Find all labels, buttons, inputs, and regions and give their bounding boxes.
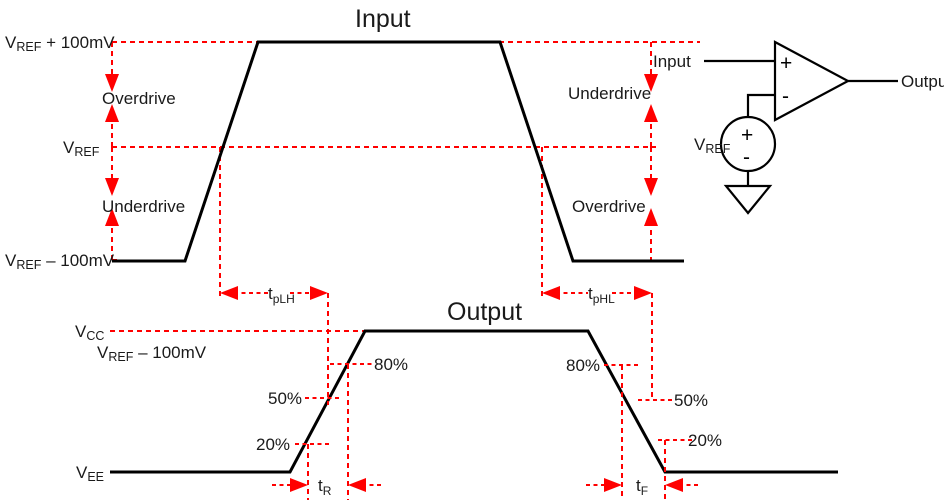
schematic-vref-label: VREF: [694, 135, 731, 156]
label-vref: VREF: [63, 138, 100, 159]
label-rise-80pct: 80%: [374, 355, 408, 374]
label-vcc: VCC: [75, 322, 104, 343]
label-underdrive-left: Underdrive: [102, 197, 185, 216]
label-tf: tF: [636, 476, 648, 498]
underdrive-arrow-right-lower-head: [644, 104, 658, 122]
label-tplh: tpLH: [268, 284, 295, 306]
tr-arrow-right-head: [348, 478, 366, 492]
comparator-minus-terminal: -: [782, 85, 789, 108]
overdrive-arrow-right-lower-head: [644, 208, 658, 226]
overdrive-arrow-left-upper-head: [105, 74, 119, 92]
output-plot-title: Output: [447, 298, 522, 326]
schematic-input-label: Input: [653, 52, 691, 71]
underdrive-arrow-left-lower-head: [105, 208, 119, 226]
label-vcc-note: VREF – 100mV: [97, 343, 207, 364]
label-tphl: tpHL: [588, 284, 615, 306]
overdrive-arrow-right-upper-head: [644, 178, 658, 196]
underdrive-arrow-left-upper-head: [105, 178, 119, 196]
label-vee: VEE: [76, 463, 104, 484]
tphl-arrow-left-head: [542, 286, 560, 300]
label-overdrive-right: Overdrive: [572, 197, 646, 216]
label-tr: tR: [318, 476, 332, 498]
vref-source-plus: +: [741, 124, 753, 147]
output-waveform: [110, 329, 838, 474]
underdrive-arrow-right-upper-head: [644, 74, 658, 92]
ground-symbol: [723, 184, 773, 215]
tf-arrow-right-head: [665, 478, 683, 492]
comparator-triangle: [773, 40, 851, 122]
tplh-arrow-left-head: [220, 286, 238, 300]
label-vref-minus-100mv: VREF – 100mV: [5, 251, 115, 272]
label-fall-50pct: 50%: [674, 391, 708, 410]
comparator-plus-terminal: +: [780, 52, 792, 75]
overdrive-arrow-left-lower-head: [105, 104, 119, 122]
tr-arrow-left-head: [290, 478, 308, 492]
label-fall-80pct: 80%: [566, 356, 600, 375]
tf-arrow-left-head: [604, 478, 622, 492]
input-plot-title: Input: [355, 5, 411, 33]
vref-source-minus: -: [743, 146, 750, 169]
tphl-arrow-right-head: [634, 286, 652, 300]
label-vref-plus-100mv: VREF + 100mV: [5, 33, 115, 54]
vref-source-top-wire: [746, 93, 775, 117]
label-rise-20pct: 20%: [256, 435, 290, 454]
label-fall-20pct: 20%: [688, 431, 722, 450]
label-rise-50pct: 50%: [268, 389, 302, 408]
tplh-arrow-right-head: [310, 286, 328, 300]
label-overdrive-left: Overdrive: [102, 89, 176, 108]
input-waveform: [112, 40, 684, 263]
label-underdrive-right: Underdrive: [568, 84, 651, 103]
schematic-output-label: Output: [901, 72, 944, 91]
